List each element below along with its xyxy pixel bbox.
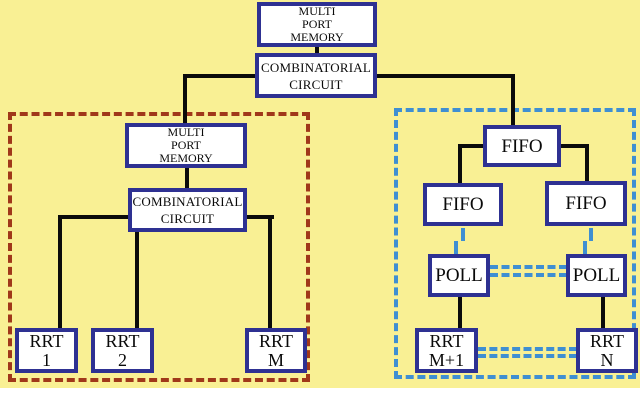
node-label-line: 2 [118, 349, 127, 370]
node-label-line: N [600, 349, 614, 370]
node-label-line: FIFO [565, 193, 607, 214]
node-rrt-m: RRT M [245, 328, 307, 373]
wire-poll-right-to-rrtn [601, 295, 605, 328]
node-label-line: MULTI [167, 125, 205, 139]
node-label-line: RRT [590, 330, 624, 351]
wire-mpm-to-cc [315, 46, 319, 54]
node-label-line: M+1 [428, 349, 465, 370]
node-label-line: POLL [435, 265, 483, 286]
wire-leftcc-to-rrt1-v [58, 215, 62, 328]
wire-leftcc-to-rrt1-h [58, 215, 132, 219]
node-label-line: MULTI [298, 4, 336, 18]
node-label-line: CIRCUIT [289, 76, 343, 92]
right-cluster-boundary [394, 108, 636, 379]
dashlink-fifo-left-to-poll-a [461, 228, 465, 241]
dashlink-rrtm1-rrtn-lower [478, 354, 577, 358]
dashlink-rrtm1-rrtn-upper [478, 347, 577, 351]
node-label-line: MEMORY [290, 30, 344, 44]
node-label-line: M [267, 349, 284, 370]
dashlink-fifo-left-to-poll-b [454, 241, 458, 254]
node-fifo-left: FIFO [423, 183, 503, 226]
wire-leftcc-to-rrt2-v [135, 230, 139, 328]
node-label-line: 1 [42, 349, 51, 370]
node-rrt-1: RRT 1 [15, 328, 78, 373]
node-fifo-root: FIFO [483, 125, 561, 167]
wire-fifo-root-to-left-v [458, 144, 462, 185]
node-rrt-m-plus-1: RRT M+1 [415, 328, 478, 373]
node-fifo-right: FIFO [545, 181, 627, 226]
wire-leftcc-to-rrtm-v [268, 215, 272, 328]
node-label-line: RRT [105, 330, 140, 351]
node-combinatorial-circuit-top: COMBINATORIAL CIRCUIT [255, 53, 377, 98]
node-label-line: COMBINATORIAL [261, 59, 371, 75]
node-rrt-n: RRT N [576, 328, 638, 373]
wire-cc-left-branch-h [183, 74, 259, 78]
node-label-line: PORT [302, 17, 332, 31]
wire-left-mpm-to-cc [185, 166, 189, 190]
dashlink-poll-poll-lower [490, 273, 567, 277]
node-rrt-2: RRT 2 [91, 328, 154, 373]
node-label-line: FIFO [442, 194, 484, 215]
node-poll-right: POLL [566, 254, 627, 297]
wire-cc-right-branch-h [375, 74, 515, 78]
wire-cc-right-branch-v [511, 74, 515, 125]
dashlink-fifo-right-to-poll-b [583, 241, 587, 254]
wire-fifo-root-to-right-v [585, 144, 589, 183]
node-multi-port-memory-top: MULTI PORT MEMORY [257, 2, 377, 47]
node-label-line: RRT [29, 330, 64, 351]
wire-poll-left-to-rrtm1 [458, 295, 462, 328]
dashlink-fifo-right-to-poll-a [589, 228, 593, 241]
node-label-line: POLL [572, 265, 621, 286]
node-label-line: FIFO [501, 135, 543, 157]
node-multi-port-memory-left: MULTI PORT MEMORY [125, 123, 247, 168]
node-label-line: RRT [429, 330, 464, 351]
node-label-line: MEMORY [159, 151, 213, 165]
node-label-line: COMBINATORIAL [132, 194, 243, 209]
wire-fifo-root-to-right-h [559, 144, 589, 148]
wire-cc-left-branch-v [183, 74, 187, 123]
wire-fifo-root-to-left-h [458, 144, 486, 148]
node-label-line: CIRCUIT [160, 211, 215, 226]
node-combinatorial-circuit-left: COMBINATORIAL CIRCUIT [128, 188, 247, 232]
dashlink-poll-poll-upper [490, 265, 567, 269]
left-cluster-boundary [8, 112, 310, 382]
node-label-line: PORT [171, 138, 201, 152]
node-label-line: RRT [259, 330, 293, 351]
node-poll-left: POLL [428, 254, 490, 297]
wire-leftcc-to-rrtm-h [245, 215, 274, 219]
